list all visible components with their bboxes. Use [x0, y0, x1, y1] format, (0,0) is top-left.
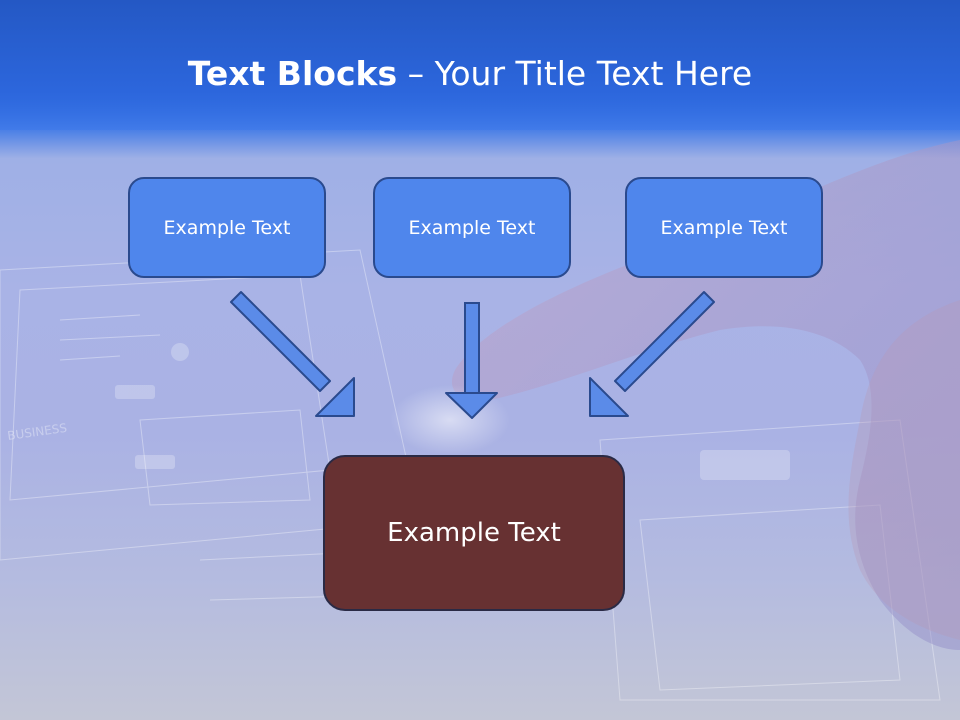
title-rest: Your Title Text Here [434, 54, 753, 93]
arrow-center [445, 302, 498, 419]
text-block-2-label: Example Text [408, 216, 536, 239]
text-block-1-label: Example Text [163, 216, 291, 239]
title-bold-part: Text Blocks [187, 54, 398, 93]
title-band [0, 0, 960, 130]
text-block-1[interactable]: Example Text [128, 177, 326, 278]
title-dash: – [397, 54, 435, 93]
text-block-main[interactable]: Example Text [323, 455, 625, 611]
text-block-3-label: Example Text [660, 216, 788, 239]
slide-title: Text Blocks – Your Title Text Here [0, 52, 940, 96]
arrow-right [589, 291, 715, 417]
text-block-main-label: Example Text [387, 518, 561, 548]
text-block-2[interactable]: Example Text [373, 177, 571, 278]
arrow-left [230, 291, 355, 417]
text-block-3[interactable]: Example Text [625, 177, 823, 278]
